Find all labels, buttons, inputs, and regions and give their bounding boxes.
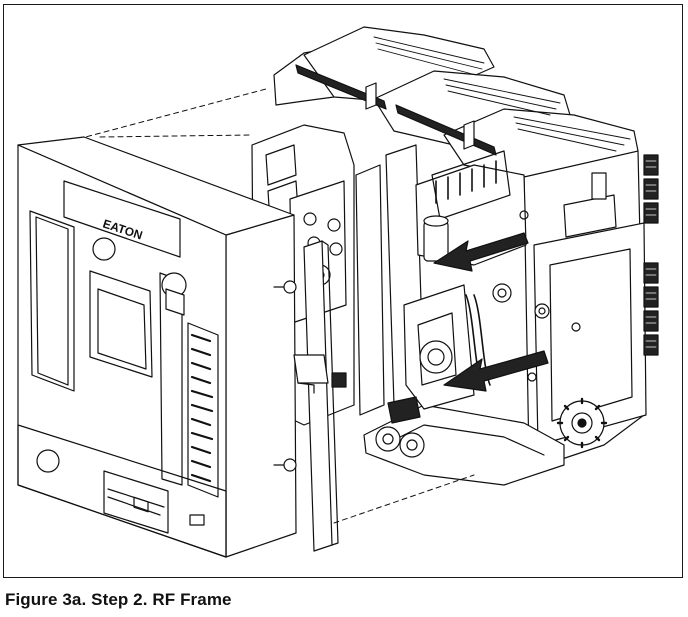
direction-arrows (433, 232, 549, 392)
front-cover (17, 136, 297, 558)
figure-caption: Figure 3a. Step 2. RF Frame (5, 590, 232, 609)
projection-lines (77, 88, 475, 524)
figure-frame: EATON (3, 4, 683, 578)
rf-frame-rail (273, 240, 347, 552)
technical-illustration: EATON (17, 26, 659, 558)
